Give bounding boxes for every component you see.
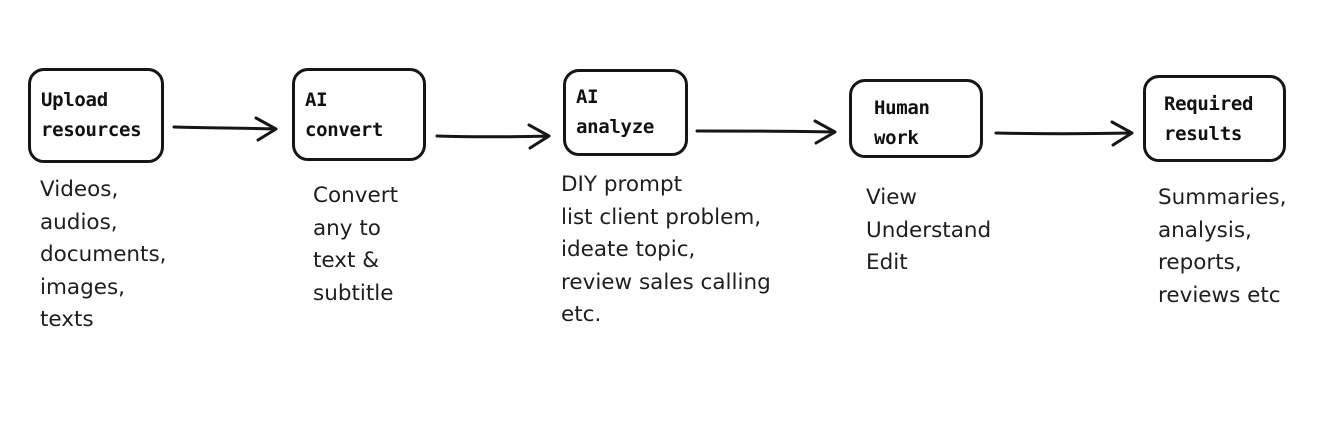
arrow-4 (994, 120, 1134, 147)
step-box-ai-convert: AI convert (292, 68, 426, 161)
step-description: View Understand Edit (866, 185, 992, 275)
step-title: AI convert (305, 89, 383, 141)
arrow-3 (695, 119, 837, 145)
step-box-upload-resources: Upload resources (28, 68, 164, 163)
step-description: Convert any to text & subtitle (313, 183, 399, 306)
step-title: Required results (1164, 93, 1254, 145)
step-title: AI analyze (576, 86, 654, 138)
step-description: DIY prompt list client problem, ideate t… (561, 172, 771, 327)
step-title: Upload resources (41, 89, 142, 141)
step-description: Videos, audios, documents, images, texts (40, 177, 167, 332)
step-box-human-work: Human work (849, 79, 983, 158)
step-title: Human work (874, 97, 930, 149)
step-box-ai-analyze: AI analyze (563, 69, 688, 156)
arrow-2 (435, 123, 551, 150)
step-box-required-results: Required results (1143, 75, 1286, 162)
step-description: Summaries, analysis, reports, reviews et… (1158, 185, 1287, 308)
arrow-1 (172, 116, 278, 142)
